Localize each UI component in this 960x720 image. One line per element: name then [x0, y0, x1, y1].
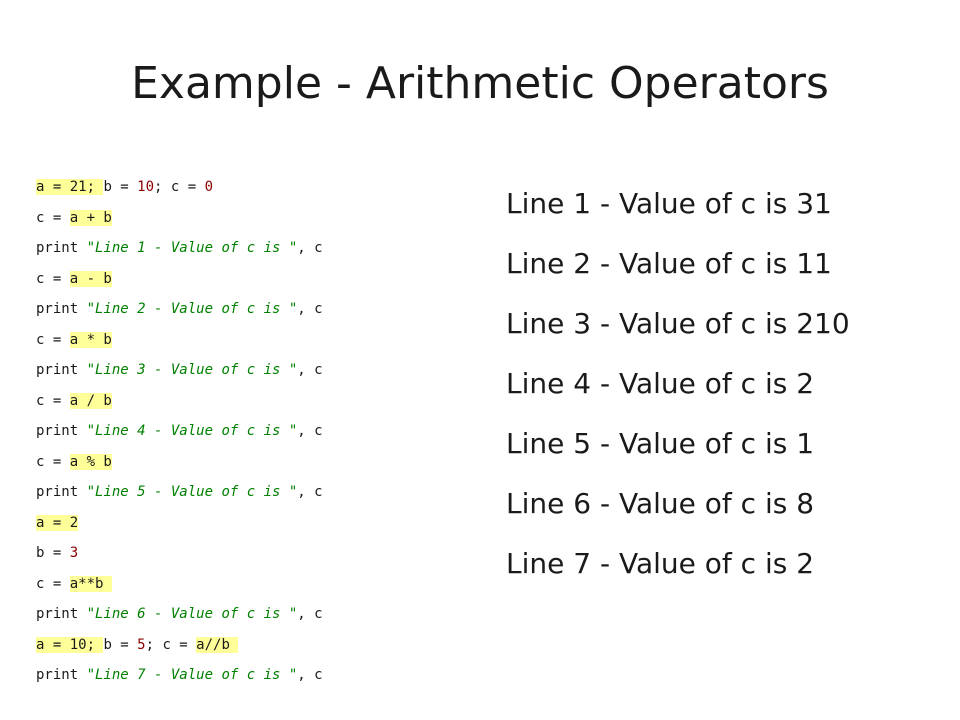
output-line: Line 6 - Value of c is 8 — [506, 487, 815, 520]
code-line: c = a**b — [36, 573, 456, 604]
code-line: a = 10; b = 5; c = a//b — [36, 634, 456, 665]
code-token: a / b — [69, 392, 112, 409]
code-token: b = — [103, 636, 138, 653]
code-token: print — [36, 423, 87, 439]
code-token: print — [36, 362, 87, 378]
code-token: c = — [36, 209, 70, 226]
code-line: a = 21; b = 10; c = 0 — [36, 176, 456, 207]
code-string: "Line 3 - Value of c is " — [86, 362, 298, 378]
code-line: a = 2 — [36, 512, 456, 543]
code-string: "Line 1 - Value of c is " — [86, 240, 298, 256]
output-line: Line 2 - Value of c is 11 — [506, 247, 832, 280]
code-line: c = a % b — [36, 451, 456, 482]
output-line: Line 5 - Value of c is 1 — [506, 427, 815, 460]
code-line: c = a * b — [36, 329, 456, 360]
code-token: a//b — [196, 636, 239, 653]
code-string: "Line 2 - Value of c is " — [86, 301, 298, 317]
code-token: , c — [297, 362, 323, 378]
code-line: print "Line 5 - Value of c is ", c — [36, 481, 456, 512]
code-token: , c — [297, 301, 323, 317]
code-token: a % b — [69, 453, 112, 470]
code-token: ; c = — [154, 179, 205, 195]
code-token: print — [36, 606, 87, 622]
code-token: , c — [297, 240, 323, 256]
code-line: c = a + b — [36, 207, 456, 238]
code-line: print "Line 1 - Value of c is ", c — [36, 237, 456, 268]
output-line: Line 7 - Value of c is 2 — [506, 547, 815, 580]
code-token: a - b — [69, 270, 112, 287]
code-string: "Line 6 - Value of c is " — [86, 606, 298, 622]
code-line: c = a - b — [36, 268, 456, 299]
code-token: print — [36, 484, 87, 500]
code-token: b = — [103, 179, 138, 195]
output-line: Line 3 - Value of c is 210 — [506, 307, 850, 340]
code-token: a = 21; — [36, 179, 104, 195]
code-token: c = — [36, 453, 70, 470]
code-line: print "Line 7 - Value of c is ", c — [36, 664, 456, 695]
slide-title: Example - Arithmetic Operators — [131, 58, 829, 109]
code-token: , c — [297, 667, 323, 683]
code-string: "Line 4 - Value of c is " — [86, 423, 298, 439]
code-line: print "Line 4 - Value of c is ", c — [36, 420, 456, 451]
code-token: c = — [36, 331, 70, 348]
code-token: a * b — [69, 331, 112, 348]
code-number: 3 — [69, 545, 79, 561]
code-number: 0 — [204, 179, 214, 195]
code-line: print "Line 3 - Value of c is ", c — [36, 359, 456, 390]
code-token: ; c = — [145, 636, 197, 653]
code-line: print "Line 2 - Value of c is ", c — [36, 298, 456, 329]
code-string: "Line 7 - Value of c is " — [86, 667, 298, 683]
code-token: c = — [36, 575, 70, 592]
code-token: c = — [36, 270, 70, 287]
code-string: "Line 5 - Value of c is " — [86, 484, 298, 500]
code-token: a**b — [69, 575, 112, 592]
code-token: , c — [297, 484, 323, 500]
code-token: a = 10; — [36, 636, 104, 653]
output-line: Line 1 - Value of c is 31 — [506, 187, 832, 220]
output-line: Line 4 - Value of c is 2 — [506, 367, 815, 400]
code-number: 5 — [137, 636, 146, 653]
code-line: print "Line 6 - Value of c is ", c — [36, 603, 456, 634]
code-line: b = 3 — [36, 542, 456, 573]
code-line: c = a / b — [36, 390, 456, 421]
code-token: a + b — [69, 209, 112, 226]
code-token: a = 2 — [36, 514, 79, 531]
code-token: print — [36, 301, 87, 317]
code-token: print — [36, 240, 87, 256]
code-token: c = — [36, 392, 70, 409]
code-token: , c — [297, 606, 323, 622]
code-token: print — [36, 667, 87, 683]
code-token: , c — [297, 423, 323, 439]
code-token: b = — [36, 545, 70, 561]
code-number: 10 — [137, 179, 155, 195]
output-list: Line 1 - Value of c is 31 Line 2 - Value … — [506, 182, 946, 602]
